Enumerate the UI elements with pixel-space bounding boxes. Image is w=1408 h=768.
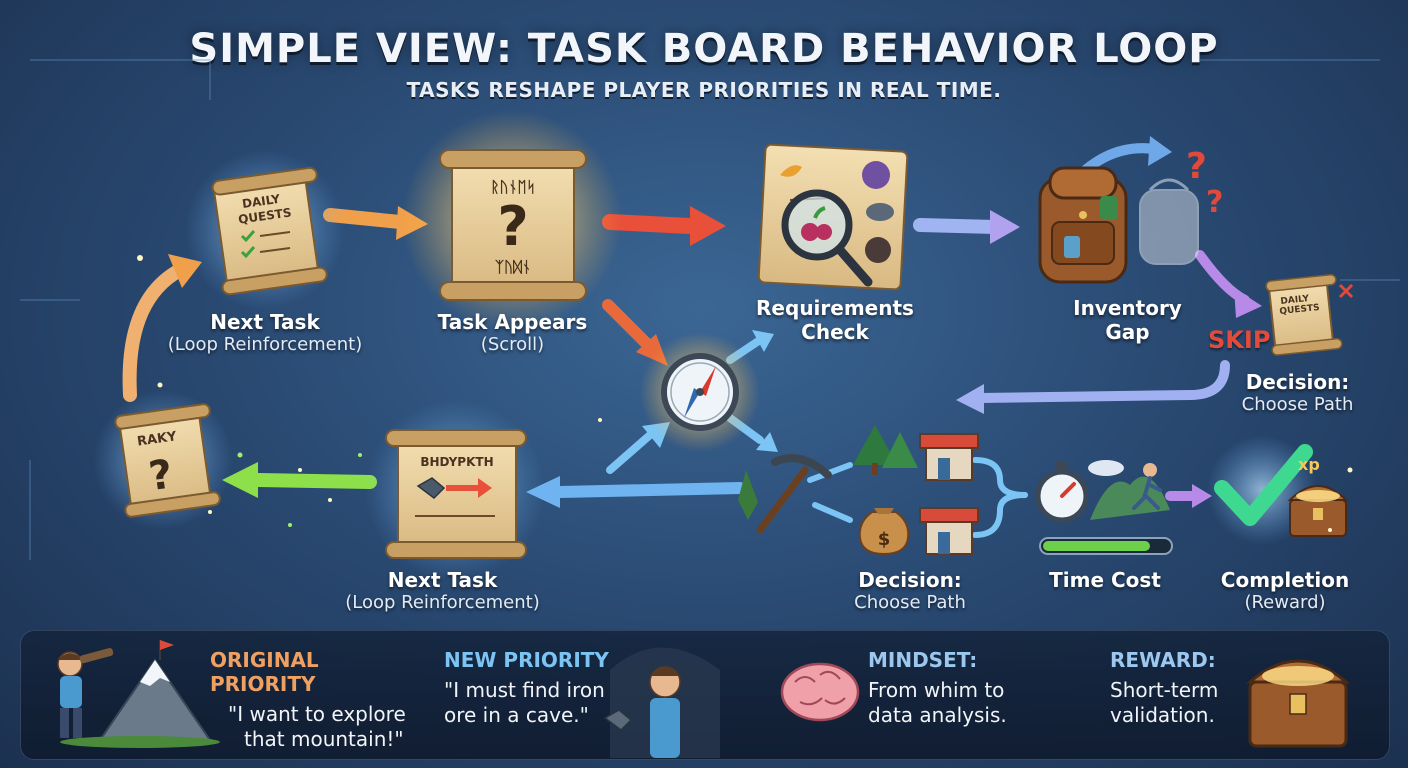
new-priority-heading: NEW PRIORITY — [444, 648, 624, 672]
decision-center-title: Decision: — [830, 568, 990, 592]
decision-center-sub: Choose Path — [830, 592, 990, 614]
task-scroll-icon: ᚱᚢᚾᛖᛋ ? ᛉᚢᛞᚾ — [402, 110, 622, 330]
decision-right-sub: Choose Path — [1220, 394, 1375, 416]
stopwatch-icon — [1038, 462, 1086, 520]
task-scroll-runes-top: ᚱᚢᚾᛖᛋ — [490, 178, 535, 196]
arrow-center-to-next-task — [526, 476, 740, 508]
original-priority-block: ORIGINAL PRIORITY "I want to explore tha… — [210, 648, 430, 752]
compass-icon — [640, 332, 760, 452]
shop-icon-top — [920, 434, 978, 480]
skip-label: SKIP — [1208, 326, 1270, 354]
requirements-scroll-icon — [758, 144, 907, 289]
label-next-task-bottom: Next Task (Loop Reinforcement) — [330, 568, 555, 614]
reward-block: REWARD: Short-term validation. — [1110, 648, 1250, 728]
next-task-scroll-text: BHDYPKTH — [420, 455, 493, 469]
label-next-task-top: Next Task (Loop Reinforcement) — [160, 310, 370, 356]
arrow-decision-back — [956, 365, 1225, 414]
next-task-bottom-title: Next Task — [330, 568, 555, 592]
next-task-scroll-icon: BHDYPKTH — [365, 400, 545, 580]
requirements-title: Requirements — [745, 296, 925, 320]
bottom-treasure-chest-icon — [1250, 661, 1346, 746]
mindset-line1: From whim to — [868, 678, 1048, 703]
time-progress-bar — [1040, 538, 1172, 554]
treasure-chest-icon — [1290, 486, 1346, 536]
task-appears-title: Task Appears — [420, 310, 605, 334]
ghost-backpack-icon — [1140, 180, 1198, 264]
reward-heading: REWARD: — [1110, 648, 1250, 672]
question-mark-2: ? — [1206, 185, 1223, 220]
arrow-next-to-left-scroll — [222, 462, 370, 498]
runner-scene-icon — [1088, 460, 1170, 520]
explorer-avatar — [58, 647, 114, 738]
left-scroll-icon: RAKY ? — [93, 390, 233, 530]
new-priority-block: NEW PRIORITY "I must find iron ore in a … — [444, 648, 624, 728]
backpack-icon — [1040, 168, 1126, 282]
pickaxe-icon — [738, 458, 828, 530]
original-priority-heading: ORIGINAL PRIORITY — [210, 648, 430, 696]
money-bag-symbol: $ — [878, 529, 891, 550]
completion-sub: (Reward) — [1205, 592, 1365, 614]
label-task-appears: Task Appears (Scroll) — [420, 310, 605, 356]
question-mark-1: ? — [1186, 146, 1207, 187]
decision-right-title: Decision: — [1220, 370, 1375, 394]
task-appears-sub: (Scroll) — [420, 334, 605, 356]
money-bag-icon: $ — [860, 508, 909, 554]
shop-icon-bottom — [920, 508, 978, 554]
next-task-top-sub: (Loop Reinforcement) — [160, 334, 370, 356]
new-priority-line1: "I must find iron — [444, 678, 624, 703]
inventory-title-2: Gap — [1040, 320, 1215, 344]
label-requirements: Requirements Check — [745, 296, 925, 344]
arrow-task-to-requirements — [610, 206, 726, 246]
label-inventory: Inventory Gap — [1040, 296, 1215, 344]
xp-label: xp — [1298, 455, 1320, 474]
next-task-top-title: Next Task — [160, 310, 370, 334]
completion-title: Completion — [1205, 568, 1365, 592]
task-scroll-runes-bottom: ᛉᚢᛞᚾ — [495, 258, 531, 276]
requirements-title-2: Check — [745, 320, 925, 344]
tree-icon — [853, 425, 918, 475]
mindset-block: MINDSET: From whim to data analysis. — [868, 648, 1048, 728]
label-completion: Completion (Reward) — [1205, 568, 1365, 614]
path-branches — [810, 460, 1025, 535]
label-decision-right: Decision: Choose Path — [1220, 370, 1375, 416]
mindset-line2: data analysis. — [868, 703, 1048, 728]
mindset-heading: MINDSET: — [868, 648, 1048, 672]
reward-line2: validation. — [1110, 703, 1250, 728]
inventory-title: Inventory — [1040, 296, 1215, 320]
original-priority-line2: that mountain!" — [210, 727, 430, 752]
question-icon: ? — [497, 195, 528, 258]
label-decision-center: Decision: Choose Path — [830, 568, 990, 614]
next-task-bottom-sub: (Loop Reinforcement) — [330, 592, 555, 614]
daily-quests-scroll-icon: DAILY QUESTS — [1266, 274, 1352, 355]
arrow-bottom-to-compass — [610, 435, 650, 470]
new-priority-line2: ore in a cave." — [444, 703, 624, 728]
original-priority-line1: "I want to explore — [210, 702, 430, 727]
reward-line1: Short-term — [1110, 678, 1250, 703]
time-cost-title: Time Cost — [1030, 568, 1180, 592]
brain-icon — [782, 664, 858, 720]
scroll-icon: DAILY QUESTS — [185, 150, 345, 310]
arrow-requirements-to-inventory — [920, 210, 1020, 244]
label-time-cost: Time Cost — [1030, 568, 1180, 592]
